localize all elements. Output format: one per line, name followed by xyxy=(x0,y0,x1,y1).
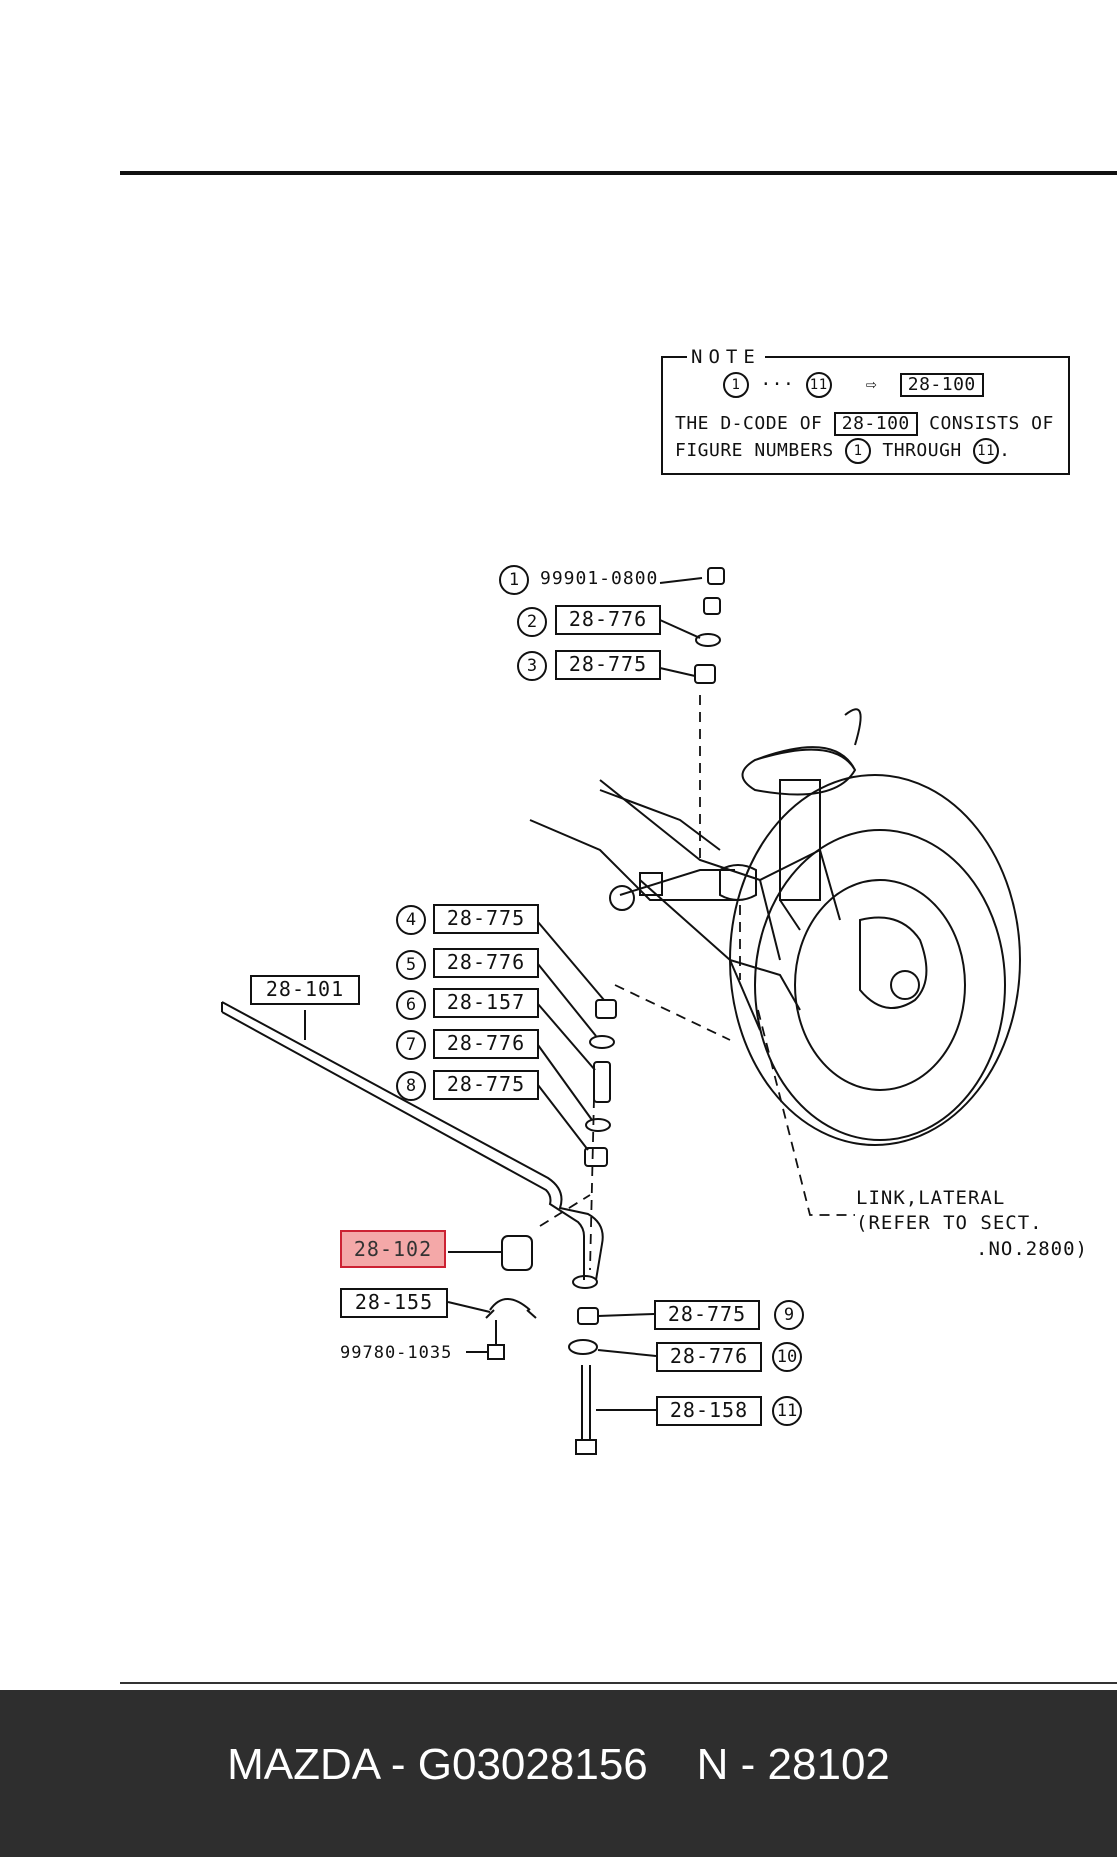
note-line2-suffix: CONSISTS OF xyxy=(929,413,1054,434)
strut-body xyxy=(779,779,821,901)
note-line3-end: . xyxy=(999,440,1011,461)
callout-code-6: 28-157 xyxy=(433,988,539,1018)
callout-number-10: 10 xyxy=(772,1342,802,1372)
note-range-end: 11 xyxy=(805,372,832,398)
callout-code-7: 28-776 xyxy=(433,1029,539,1059)
note-title: NOTE xyxy=(687,346,765,368)
bushing-drawing xyxy=(501,1235,533,1271)
callout-number-4: 4 xyxy=(396,905,426,935)
note-line3-to: 11 xyxy=(973,438,1000,464)
callout-number-9: 9 xyxy=(774,1300,804,1330)
note-panel: NOTE 1 ··· 11 ⇨ 28-100 THE D-CODE OF 28-… xyxy=(661,346,1070,475)
callout-number-7: 7 xyxy=(396,1030,426,1060)
note-line3-prefix: FIGURE NUMBERS xyxy=(675,440,834,461)
note-line-2: THE D-CODE OF 28-100 CONSISTS OF xyxy=(675,412,1054,436)
callout-code-9: 28-775 xyxy=(654,1300,760,1330)
note-target-code: 28-100 xyxy=(899,373,984,397)
part-code-bushing-highlighted[interactable]: 28-102 xyxy=(340,1230,446,1268)
note-line3-from: 1 xyxy=(845,438,872,464)
footer-bar: MAZDA - G03028156 N - 28102 xyxy=(0,1690,1117,1857)
callout-code-8: 28-775 xyxy=(433,1070,539,1100)
note-line2-prefix: THE D-CODE OF xyxy=(675,413,823,434)
callout-number-5: 5 xyxy=(396,950,426,980)
brake-disc xyxy=(794,879,966,1091)
callout-code-10: 28-776 xyxy=(656,1342,762,1372)
note-line2-code: 28-100 xyxy=(833,412,918,436)
arm-bushing xyxy=(609,885,635,911)
footer-title: MAZDA - G03028156 N - 28102 xyxy=(227,1740,890,1789)
note-arrow-icon: ⇨ xyxy=(865,374,878,395)
link-note-line-1: LINK,LATERAL xyxy=(856,1187,1006,1209)
note-range-sep: ··· xyxy=(760,374,795,395)
link-note-line-3: .NO.2800) xyxy=(976,1238,1088,1260)
callout-code-4: 28-775 xyxy=(433,904,539,934)
callout-code-1: 99901-0800 xyxy=(540,568,659,589)
callout-code-3: 28-775 xyxy=(555,650,661,680)
suspension-diagram xyxy=(221,567,1021,1455)
caliper xyxy=(859,916,928,1009)
note-range-start: 1 xyxy=(723,372,749,398)
top-rule xyxy=(120,171,1117,175)
part-code-bracket: 28-155 xyxy=(340,1288,448,1318)
part-code-bolt: 99780-1035 xyxy=(340,1343,453,1363)
part-code-stabilizer: 28-101 xyxy=(250,975,360,1005)
control-arm xyxy=(639,879,801,1011)
link-note-line-2: (REFER TO SECT. xyxy=(856,1212,1043,1234)
callout-code-2: 28-776 xyxy=(555,605,661,635)
callout-code-5: 28-776 xyxy=(433,948,539,978)
stabilizer-bar xyxy=(221,1001,604,1281)
body-lower xyxy=(529,819,740,901)
callout-number-8: 8 xyxy=(396,1071,426,1101)
callout-code-11: 28-158 xyxy=(656,1396,762,1426)
note-line-3: FIGURE NUMBERS 1 THROUGH 11. xyxy=(675,438,1010,464)
bottom-rule xyxy=(120,1682,1117,1684)
callout-number-2: 2 xyxy=(517,607,547,637)
note-line3-mid: THROUGH xyxy=(882,440,962,461)
callout-number-6: 6 xyxy=(396,990,426,1020)
note-line-1: 1 ··· 11 ⇨ 28-100 xyxy=(723,372,984,398)
callout-number-3: 3 xyxy=(517,651,547,681)
hub xyxy=(890,970,920,1000)
coil-spring xyxy=(741,746,857,796)
callout-number-11: 11 xyxy=(772,1396,802,1426)
callout-number-1: 1 xyxy=(499,565,529,595)
tire-inner xyxy=(754,829,1006,1141)
